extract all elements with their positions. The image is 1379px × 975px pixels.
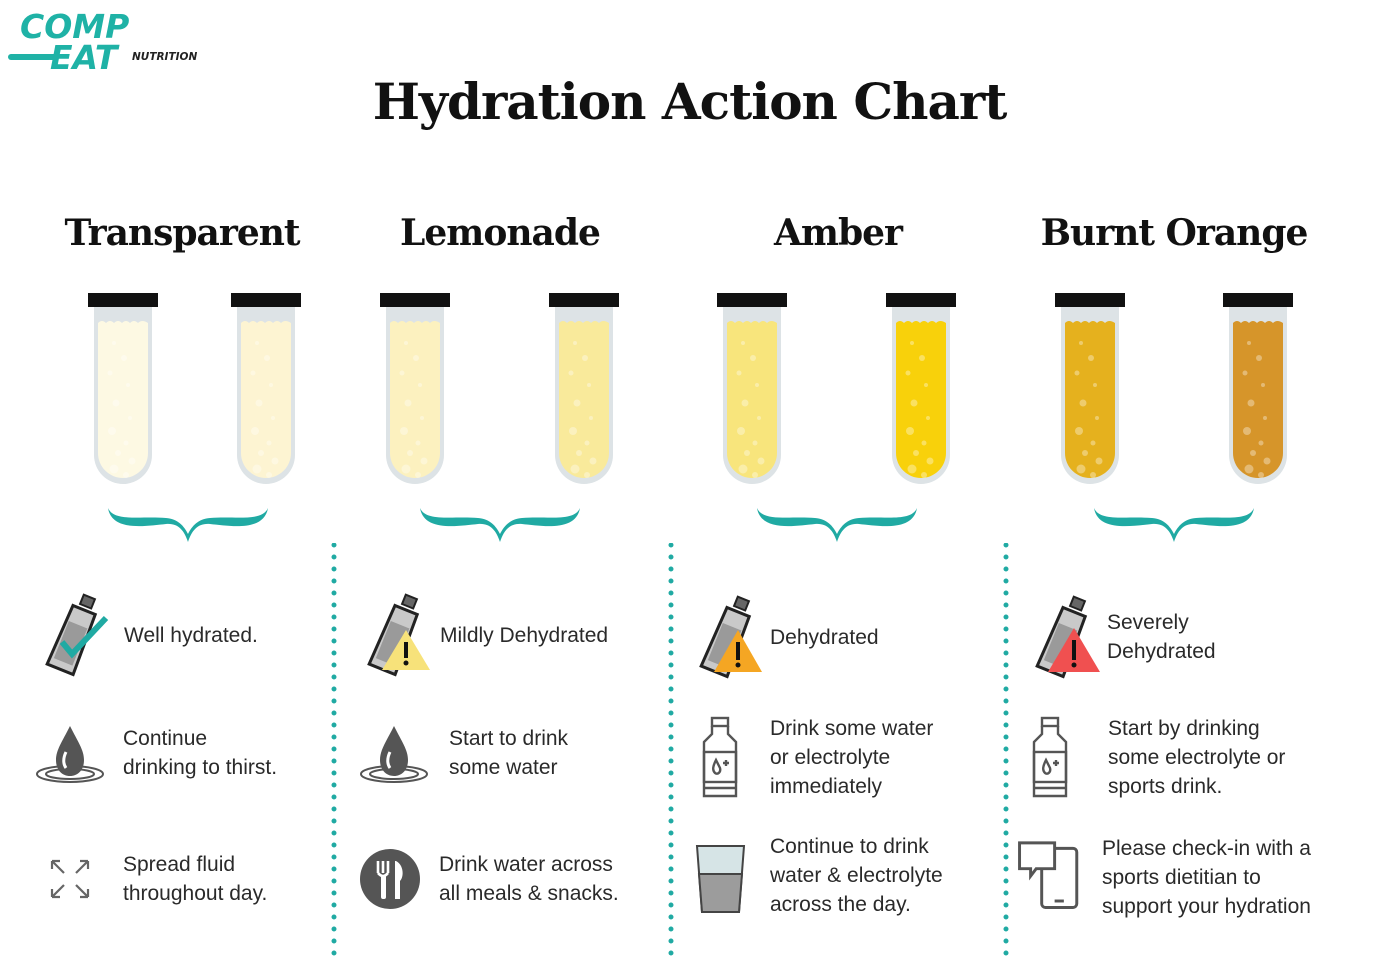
test-tube-lemonade-1 xyxy=(380,293,450,484)
svg-text:NUTRITION: NUTRITION xyxy=(132,51,197,63)
bottle-check-icon xyxy=(38,590,110,680)
brace-icon xyxy=(420,508,580,542)
phone-chat-icon xyxy=(1014,832,1086,922)
electrolyte-bottle-icon xyxy=(1014,712,1086,802)
column-divider xyxy=(1003,543,1009,963)
test-tube-burnt-orange-2 xyxy=(1223,293,1293,484)
column-divider xyxy=(668,543,674,963)
action-row: Drink some water or electrolyte immediat… xyxy=(684,712,933,802)
svg-text:COMP: COMP xyxy=(20,7,129,46)
test-tube-transparent-2 xyxy=(231,293,301,484)
brace-icon xyxy=(108,508,268,542)
action-text: Drink water across all meals & snacks. xyxy=(439,853,619,905)
action-text: Continue drinking to thirst. xyxy=(123,727,278,779)
electrolyte-bottle-icon xyxy=(684,712,756,802)
status-row-well-hydrated: Well hydrated. xyxy=(38,590,258,680)
test-tube-transparent-1 xyxy=(88,293,158,484)
action-text: Please check-in with a sports dietitian … xyxy=(1102,836,1311,918)
fork-knife-icon xyxy=(354,834,426,924)
action-text: Continue to drink water & electrolyte ac… xyxy=(770,834,943,916)
status-label: Dehydrated xyxy=(770,625,879,649)
action-row: Start to drink some water xyxy=(358,708,568,798)
action-text: Spread fluid throughout day. xyxy=(123,853,268,905)
status-row-severely-dehydrated: Severely Dehydrated xyxy=(1028,592,1216,682)
expand-arrows-icon xyxy=(34,834,106,924)
brace-icon xyxy=(1094,508,1254,542)
column-title-lemonade: Lemonade xyxy=(400,212,601,254)
test-tube-amber-1 xyxy=(717,293,787,484)
status-row-mildly-dehydrated: Mildly Dehydrated xyxy=(360,590,608,680)
bottle-warning-orange-icon xyxy=(692,592,764,682)
water-drop-icon xyxy=(358,708,430,798)
svg-text:EAT: EAT xyxy=(50,38,120,76)
action-text: Drink some water or electrolyte immediat… xyxy=(770,716,934,798)
column-title-amber: Amber xyxy=(773,212,903,254)
bottle-warning-red-icon xyxy=(1028,592,1100,682)
action-row: Drink water across all meals & snacks. xyxy=(354,834,619,924)
test-tube-burnt-orange-1 xyxy=(1055,293,1125,484)
page-title: Hydration Action Chart xyxy=(372,72,1008,131)
bottle-warning-yellow-icon xyxy=(360,590,432,680)
brace-icon xyxy=(757,508,917,542)
action-text: Start by drinking some electrolyte or sp… xyxy=(1108,716,1286,798)
action-row: Start by drinking some electrolyte or sp… xyxy=(1014,712,1285,802)
water-drop-icon xyxy=(34,708,106,798)
test-tube-lemonade-2 xyxy=(549,293,619,484)
action-row: Spread fluid throughout day. xyxy=(34,834,267,924)
status-row-dehydrated: Dehydrated xyxy=(692,592,879,682)
status-label: Well hydrated. xyxy=(124,623,258,647)
action-row: Please check-in with a sports dietitian … xyxy=(1014,832,1311,922)
status-label: Mildly Dehydrated xyxy=(440,623,609,647)
test-tube-amber-2 xyxy=(886,293,956,484)
action-text: Start to drink some water xyxy=(449,727,569,779)
comp-eat-logo: COMP EAT NUTRITION xyxy=(6,6,206,77)
action-row: Continue drinking to thirst. xyxy=(34,708,277,798)
action-row: Continue to drink water & electrolyte ac… xyxy=(684,830,943,920)
column-title-transparent: Transparent xyxy=(64,212,300,254)
status-label: Severely Dehydrated xyxy=(1107,611,1216,663)
column-divider xyxy=(331,543,337,963)
column-title-burnt-orange: Burnt Orange xyxy=(1040,212,1309,254)
water-glass-icon xyxy=(684,830,756,920)
